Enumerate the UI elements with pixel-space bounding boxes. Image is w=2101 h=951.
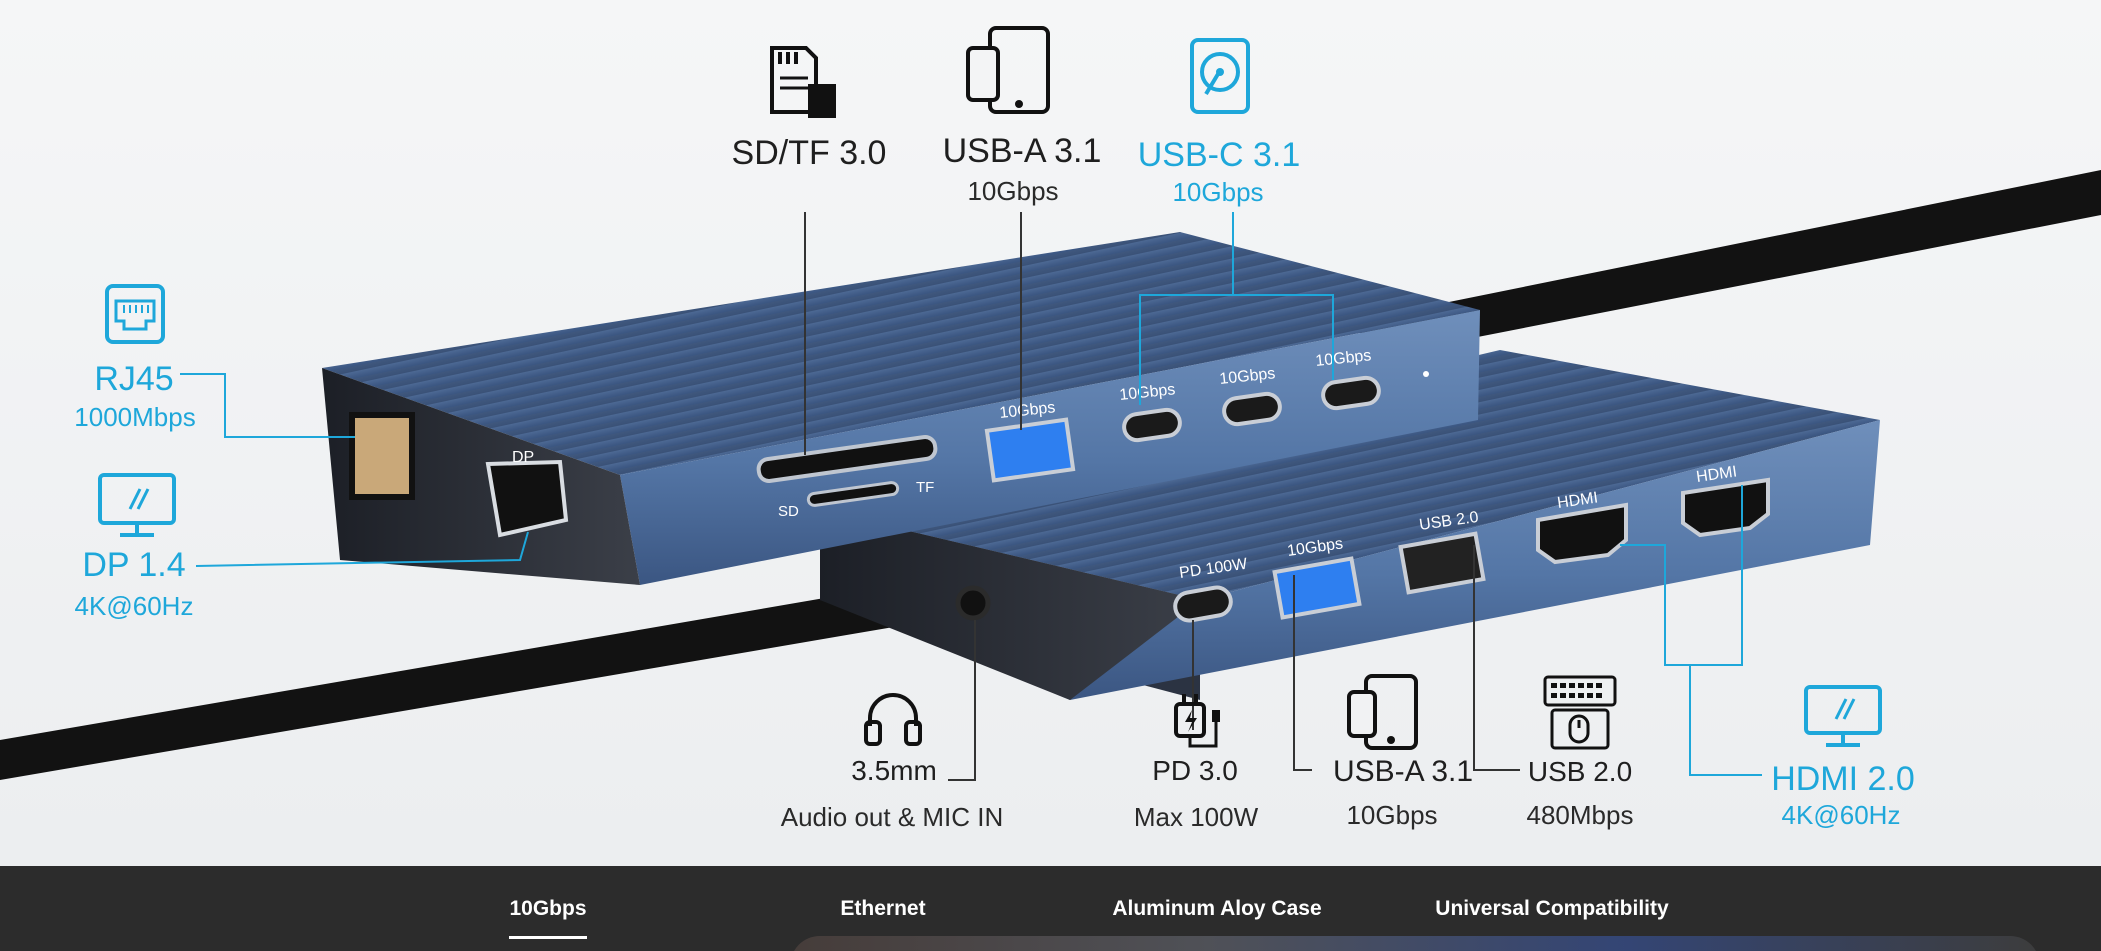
phone-tablet-icon: [1347, 674, 1418, 750]
tab-label: Universal Compatibility: [1435, 896, 1669, 920]
audio-description: Audio out & MIC IN: [780, 802, 1004, 832]
usba-bottom-speed: 10Gbps: [1346, 800, 1438, 830]
sd-card-icon: [770, 46, 836, 118]
cable: [0, 585, 905, 780]
rj45-speed: 1000Mbps: [74, 402, 196, 432]
audio-title: 3.5mm: [851, 755, 937, 786]
top-usbc-port-label-3: 10Gbps: [1315, 347, 1373, 370]
usbc-speed: 10Gbps: [1172, 177, 1264, 207]
dp-resolution: 4K@60Hz: [74, 591, 194, 621]
leader-lines-dark: [804, 212, 1520, 781]
top-usbc-port-label-1: 10Gbps: [1119, 381, 1177, 404]
tab-label: Ethernet: [840, 896, 926, 920]
usbc-title: USB-C 3.1: [1137, 136, 1301, 174]
cable: [1360, 170, 2101, 360]
pd-title: PD 3.0: [1152, 755, 1238, 786]
feature-tab-bar: 10Gbps Ethernet Aluminum Aloy Case Unive…: [0, 866, 2101, 951]
top-dock: DP SD TF 10Gbps 10Gbps 10Gbps 10Gbps: [322, 232, 1480, 585]
phone-tablet-icon: [966, 26, 1050, 114]
tab-10gbps[interactable]: 10Gbps: [509, 866, 587, 951]
tab-label: Aluminum Aloy Case: [1112, 896, 1322, 920]
hdmi-resolution: 4K@60Hz: [1781, 800, 1901, 830]
dp-title: DP 1.4: [82, 546, 186, 584]
rj45-title: RJ45: [94, 360, 174, 398]
bottom-dock: PD 100W 10Gbps USB 2.0 HDMI HDMI: [820, 350, 1880, 700]
dock-illustration: PD 100W 10Gbps USB 2.0 HDMI HDMI DP SD T…: [0, 170, 2101, 781]
top-usbc-port-label-2: 10Gbps: [1219, 365, 1277, 388]
tf-slot-label: TF: [916, 479, 934, 496]
tab-ethernet[interactable]: Ethernet: [840, 866, 926, 951]
usba-bottom-title: USB-A 3.1: [1332, 755, 1474, 788]
keyboard-mouse-icon: [1543, 675, 1617, 750]
top-usba-port-label: 10Gbps: [999, 399, 1057, 422]
headphones-icon: [864, 693, 922, 746]
usb2-speed: 480Mbps: [1526, 800, 1634, 830]
usba-top-title: USB-A 3.1: [942, 132, 1102, 170]
monitor-icon: [98, 473, 176, 537]
tab-universal-compatibility[interactable]: Universal Compatibility: [1435, 866, 1669, 951]
tab-label: 10Gbps: [509, 896, 587, 920]
tab-aluminum-alloy-case[interactable]: Aluminum Aloy Case: [1112, 866, 1322, 951]
hard-drive-icon: [1190, 38, 1250, 114]
charger-icon: [1174, 694, 1220, 748]
sd-slot-label: SD: [778, 503, 799, 520]
sd-tf-title: SD/TF 3.0: [731, 134, 887, 172]
leader-lines-blue: [180, 212, 1762, 776]
usb2-title: USB 2.0: [1527, 756, 1633, 787]
hdmi-port-label-1: HDMI: [1556, 489, 1599, 512]
monitor-icon: [1804, 685, 1882, 747]
usba-top-speed: 10Gbps: [967, 176, 1059, 206]
ethernet-port-icon: [105, 284, 165, 344]
pd-power: Max 100W: [1133, 802, 1259, 832]
product-hero-image: PD 100W 10Gbps USB 2.0 HDMI HDMI DP SD T…: [0, 0, 2101, 866]
hdmi-title: HDMI 2.0: [1771, 760, 1915, 798]
active-tab-underline: [509, 936, 587, 939]
next-section-preview: [790, 936, 2040, 951]
hdmi-port-label-2: HDMI: [1695, 463, 1738, 486]
dp-port-label: DP: [512, 449, 534, 466]
